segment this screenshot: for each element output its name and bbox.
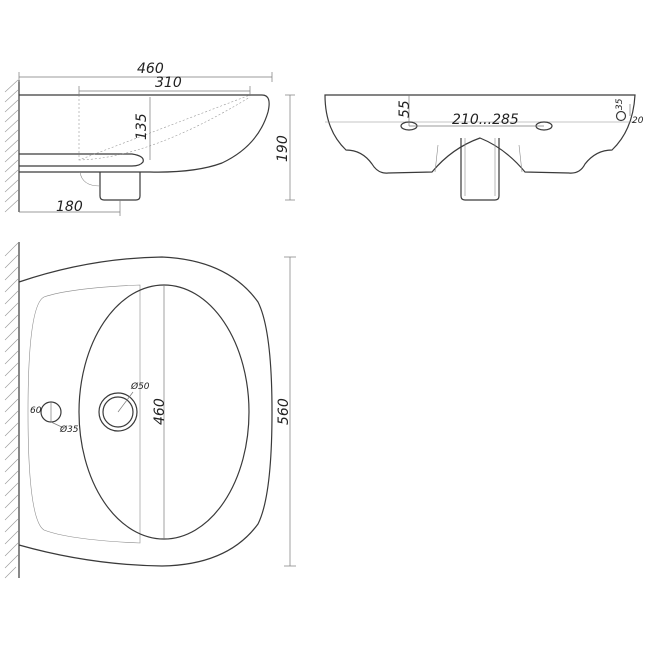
- top-deck-line: [27, 284, 141, 544]
- overflow-hole-front: [615, 110, 627, 122]
- drain-diameter-label: Ø50: [130, 381, 150, 392]
- side-rim: [19, 153, 144, 167]
- bowl-length-label: 460: [152, 398, 168, 425]
- front-pedestal-right: [518, 144, 523, 173]
- side-bowl-curve: [78, 96, 251, 161]
- drain-outer: [98, 392, 138, 432]
- drain-offset-label: 180: [56, 199, 83, 215]
- top-view: 460 560 Ø50 60 Ø35: [4, 242, 296, 579]
- total-height-label: 190: [275, 135, 291, 162]
- top-basin-outline: [18, 256, 273, 567]
- overflow-diameter-label: Ø35: [59, 424, 79, 435]
- bowl-depth-label: 135: [134, 113, 150, 140]
- side-wall-hatch: [4, 79, 19, 213]
- tap-hole-height-label: 55: [397, 100, 413, 118]
- front-drain-block: [460, 138, 500, 201]
- front-basin-outline: [324, 94, 636, 174]
- overflow-offset-label: 60: [30, 406, 42, 416]
- tap-spacing-label: 210...285: [452, 112, 519, 128]
- front-pedestal-left: [434, 144, 439, 173]
- hole-diameter-label: 35: [615, 98, 625, 110]
- drain-inner: [102, 396, 134, 428]
- bowl-width-label: 310: [155, 75, 182, 91]
- side-basin-outline: [19, 94, 270, 173]
- side-view: 460 310 135 190 180: [4, 61, 295, 216]
- side-bowl-hidden: [78, 94, 251, 161]
- side-drain-curve: [79, 171, 101, 187]
- hole-offset-label: 20: [632, 116, 644, 126]
- overall-width-label: 460: [137, 61, 164, 77]
- side-drain-block: [99, 172, 141, 201]
- total-depth-label: 560: [276, 398, 292, 425]
- front-view: 55 210...285 35 20: [324, 94, 644, 201]
- top-wall-hatch: [4, 242, 19, 579]
